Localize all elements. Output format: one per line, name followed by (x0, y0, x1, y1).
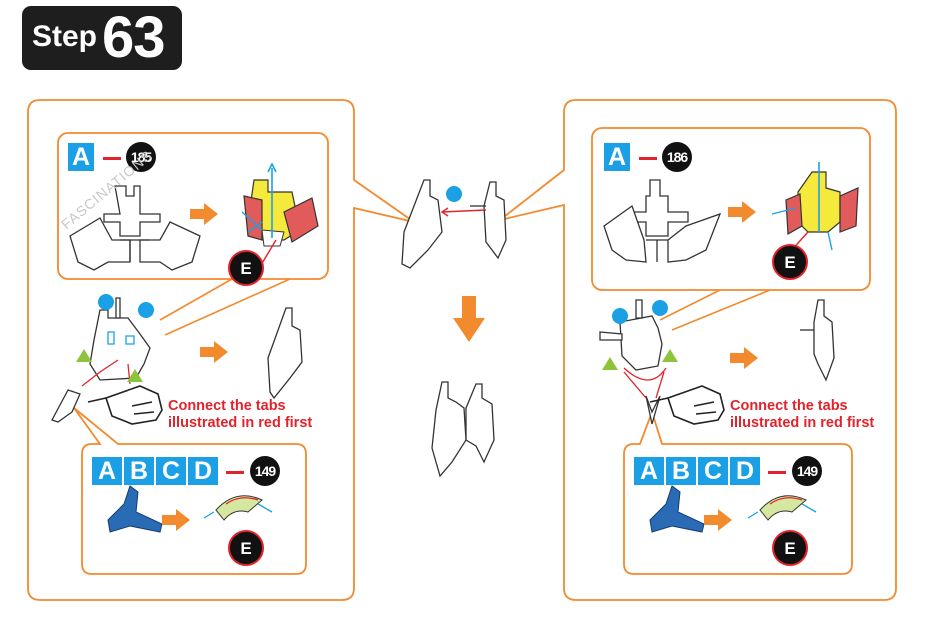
svg-text:E: E (784, 539, 795, 558)
sheet-letter: D (188, 457, 218, 485)
part-149-blue-icon (650, 486, 704, 532)
svg-text:E: E (240, 539, 251, 558)
center-left-piece-icon (402, 180, 442, 268)
tag-e-circle: E (773, 531, 807, 565)
blue-dot-icon (98, 294, 114, 310)
sheet-letter: A (604, 143, 630, 171)
sheet-letter: B (124, 457, 154, 485)
green-triangle-icon (662, 349, 678, 362)
dash (226, 471, 244, 474)
green-triangle-icon (602, 357, 618, 370)
green-triangle-icon (76, 349, 92, 362)
note-line-2: illustrated in red first (168, 415, 312, 432)
sheet-letter: C (156, 457, 186, 485)
part-149-blue-icon (108, 486, 162, 532)
part-186-flat-icon (604, 180, 720, 262)
sheet-letter: C (698, 457, 728, 485)
dash (103, 157, 121, 160)
tag-e-circle: E (773, 245, 807, 279)
blue-dot-icon (446, 186, 462, 202)
part-149-folded-icon (748, 496, 816, 520)
note-line-1: Connect the tabs (168, 398, 286, 415)
svg-text:E: E (784, 253, 795, 272)
sheet-letter: A (92, 457, 122, 485)
right-bottom-box (624, 412, 852, 574)
blue-dot-icon (612, 308, 628, 324)
part-186-folded-icon (772, 162, 858, 252)
part-number-badge: 149 (250, 456, 280, 486)
part-149-folded-icon (204, 496, 272, 520)
sheet-letter: A (68, 143, 94, 171)
tag-e-circle: E (229, 251, 263, 285)
tag-e-circle: E (229, 531, 263, 565)
right-result-icon (800, 300, 834, 380)
hand-pointer-icon (88, 386, 162, 424)
note-line-1: Connect the tabs (730, 398, 848, 415)
sheet-letter: B (666, 457, 696, 485)
center-right-piece-icon (470, 182, 506, 258)
part-number-badge: 149 (792, 456, 822, 486)
note-line-2: illustrated in red first (730, 415, 874, 432)
left-result-icon (268, 308, 302, 398)
sheet-letter: D (730, 457, 760, 485)
hand-pointer-icon (650, 386, 724, 424)
dash (639, 157, 657, 160)
center-joined-piece-icon (432, 382, 494, 476)
blue-dot-icon (652, 300, 668, 316)
blue-dot-icon (138, 302, 154, 318)
arrow-down-icon (453, 296, 485, 342)
left-bottom-box (74, 408, 306, 574)
svg-text:E: E (240, 259, 251, 278)
sheet-letter: A (634, 457, 664, 485)
part-number-badge: 186 (662, 142, 692, 172)
dash (768, 471, 786, 474)
